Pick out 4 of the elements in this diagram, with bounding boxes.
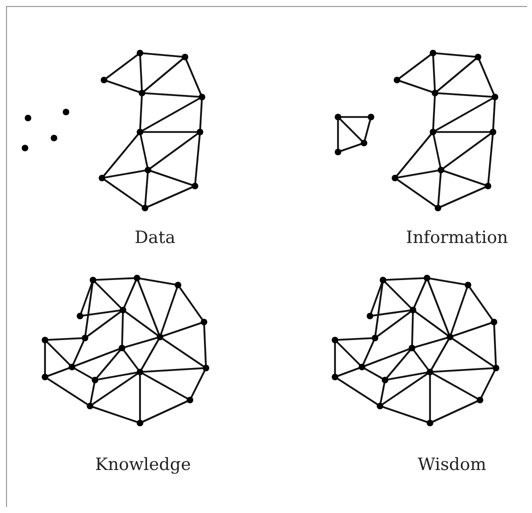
caption-text: Data <box>134 228 176 248</box>
caption-text: Information <box>406 228 508 248</box>
caption-text: Knowledge <box>95 455 191 475</box>
caption-text: Wisdom <box>418 455 486 475</box>
